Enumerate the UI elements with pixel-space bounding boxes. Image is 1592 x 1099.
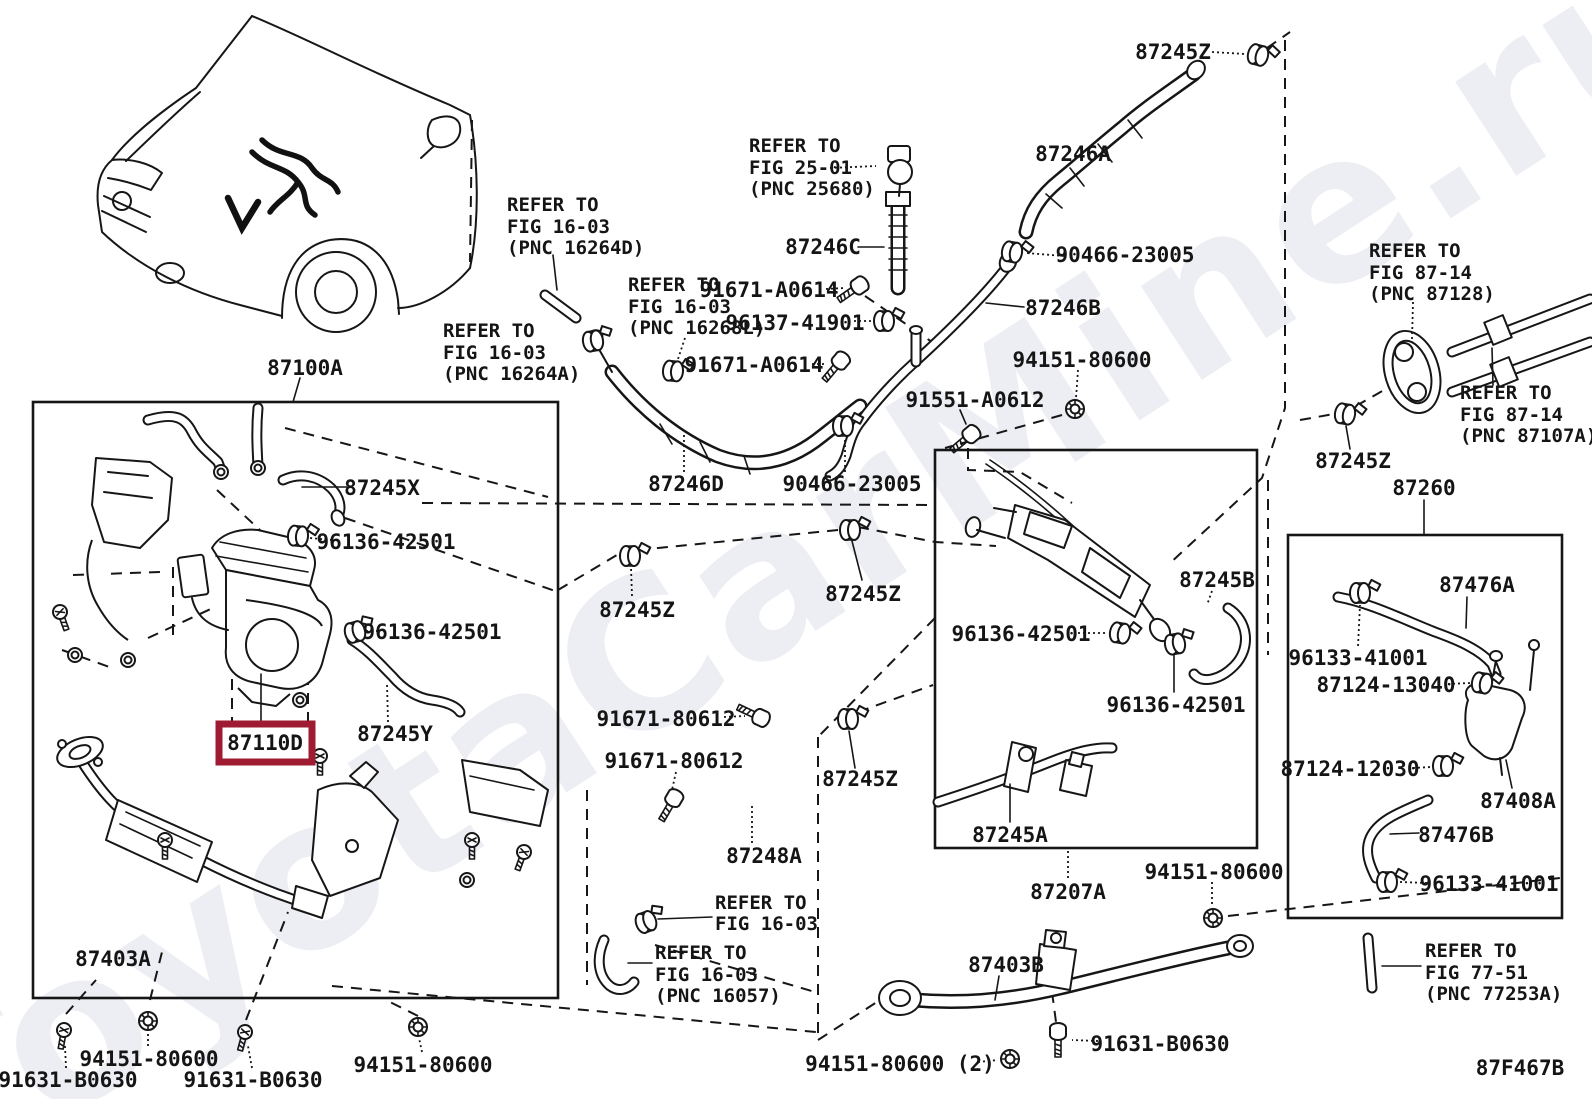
inlet-pipe-87403A: [56, 735, 549, 919]
part-label-96133-41001-1: 96133-41001: [1288, 646, 1427, 670]
part-label-87403B: 87403B: [968, 953, 1044, 977]
box-87100A: [31, 400, 560, 1000]
part-label-87245Z-right: 87245Z: [1315, 449, 1391, 473]
part-label-87207A: 87207A: [1030, 880, 1106, 904]
note-87128-line2: FIG 87-14: [1369, 262, 1472, 284]
part-label-87245X: 87245X: [344, 476, 420, 500]
part-label-87246A: 87246A: [1035, 142, 1111, 166]
part-label-91671-80612-2: 91671-80612: [604, 749, 743, 773]
part-label-96137-41901: 96137-41901: [725, 311, 864, 335]
note-77253A-line2: FIG 77-51: [1425, 962, 1528, 984]
note-25680-line3: (PNC 25680): [749, 178, 875, 200]
part-label-87260: 87260: [1392, 476, 1455, 500]
part-label-94151-80600-3: 94151-80600: [353, 1053, 492, 1077]
part-label-87245Y: 87245Y: [357, 722, 433, 746]
note-16057-line1: REFER TO: [655, 942, 747, 964]
diagram-artwork: [50, 38, 1590, 1069]
note-16264A-line3: (PNC 16264A): [443, 363, 580, 385]
part-label-91671-A0614-1: 91671-A0614: [699, 278, 838, 302]
part-label-90466-23005-2: 90466-23005: [782, 472, 921, 496]
part-label-87124-12030: 87124-12030: [1280, 757, 1419, 781]
part-label-94151-80600-top: 94151-80600: [1012, 348, 1151, 372]
note-16264A-line1: REFER TO: [443, 320, 535, 342]
note-87107A-line3: (PNC 87107A): [1460, 425, 1592, 447]
note-16268L-line3: (PNC 16268L): [628, 317, 765, 339]
note-16264A-line2: FIG 16-03: [443, 342, 546, 364]
part-label-91551-A0612: 91551-A0612: [905, 388, 1044, 412]
part-label-87245Z-lower: 87245Z: [822, 767, 898, 791]
part-label-87245A: 87245A: [972, 823, 1048, 847]
part-label-87403A: 87403A: [75, 947, 151, 971]
refer-notes: REFER TO FIG 16-03 (PNC 16264D) REFER TO…: [443, 135, 1592, 1007]
note-87128-line3: (PNC 87128): [1369, 283, 1495, 305]
part-label-87245Z-center: 87245Z: [825, 582, 901, 606]
part-label-90466-23005-top: 90466-23005: [1055, 243, 1194, 267]
note-16057-line2: FIG 16-03: [655, 964, 758, 986]
diagram-code: 87F467B: [1476, 1056, 1565, 1080]
part-label-96136-42501-4: 96136-42501: [1106, 693, 1245, 717]
part-label-91631-B0630-2: 91631-B0630: [183, 1068, 322, 1092]
part-label-87246B: 87246B: [1025, 296, 1101, 320]
part-label-87248A: 87248A: [726, 844, 802, 868]
part-label-91631-B0630-far-left: 91631-B0630: [0, 1068, 138, 1092]
note-87107A-line2: FIG 87-14: [1460, 404, 1563, 426]
note-77253A-line1: REFER TO: [1425, 940, 1517, 962]
note-87128-line1: REFER TO: [1369, 240, 1461, 262]
part-label-91671-80612-1: 91671-80612: [596, 707, 735, 731]
part-label-96133-41001-2: 96133-41001: [1419, 872, 1558, 896]
assembly-boxes: [31, 400, 1564, 1000]
note-16264D-line1: REFER TO: [507, 194, 599, 216]
part-label-87408A: 87408A: [1480, 789, 1556, 813]
cowl-grommet: [1382, 329, 1442, 415]
vehicle-sketch: [96, 15, 478, 333]
note-87107A-line1: REFER TO: [1460, 382, 1552, 404]
note-16057-line3: (PNC 16057): [655, 985, 781, 1007]
water-valve-assembly: [976, 459, 1172, 797]
part-label-87245B: 87245B: [1179, 568, 1255, 592]
part-label-87245Z-midleft: 87245Z: [599, 598, 675, 622]
part-label-87246D: 87246D: [648, 472, 724, 496]
part-label-87100A: 87100A: [267, 356, 343, 380]
fig25-part: [887, 145, 913, 197]
box-87207A: [933, 448, 1259, 850]
part-label-87246C: 87246C: [785, 235, 861, 259]
note-16264D-line3: (PNC 16264D): [507, 237, 644, 259]
fold-lines: [61, 31, 1561, 1041]
highlight-box-87110D: [215, 720, 316, 766]
note-fig1603-line2: FIG 16-03: [715, 913, 818, 935]
part-label-94151-80600-x2: 94151-80600 (2): [805, 1052, 995, 1076]
note-16264D-line2: FIG 16-03: [507, 216, 610, 238]
note-77253A-line3: (PNC 77253A): [1425, 983, 1562, 1005]
note-25680-line2: FIG 25-01: [749, 157, 852, 179]
part-labels: 87100A 87245Z 87246A 87246C 90466-23005 …: [0, 40, 1564, 1092]
part-label-87245Z-top: 87245Z: [1135, 40, 1211, 64]
part-label-87124-13040: 87124-13040: [1316, 673, 1455, 697]
part-label-96136-42501-3: 96136-42501: [951, 622, 1090, 646]
part-label-96136-42501-2: 96136-42501: [362, 620, 501, 644]
note-fig1603-line1: REFER TO: [715, 892, 807, 914]
pump-bracket: [50, 457, 308, 708]
part-label-91671-A0614-2: 91671-A0614: [684, 353, 823, 377]
auxiliary-water-parts: [1464, 639, 1540, 776]
part-label-96136-42501-1: 96136-42501: [316, 530, 455, 554]
part-label-94151-80600-bl: 94151-80600: [79, 1047, 218, 1071]
note-16268L-line1: REFER TO: [628, 274, 720, 296]
part-label-87110D-highlighted: 87110D: [227, 731, 303, 755]
leader-lines: [64, 51, 1513, 1069]
note-16268L-line2: FIG 16-03: [628, 296, 731, 318]
part-label-91631-B0630-center: 91631-B0630: [1090, 1032, 1229, 1056]
note-25680-line1: REFER TO: [749, 135, 841, 157]
heater-pump-assembly: [176, 528, 333, 707]
box-87260: [1286, 533, 1564, 920]
part-label-87476A: 87476A: [1439, 573, 1515, 597]
outlet-pipe-87403B: [878, 929, 1254, 1016]
part-label-94151-80600-right: 94151-80600: [1144, 860, 1283, 884]
part-label-87476B: 87476B: [1418, 823, 1494, 847]
